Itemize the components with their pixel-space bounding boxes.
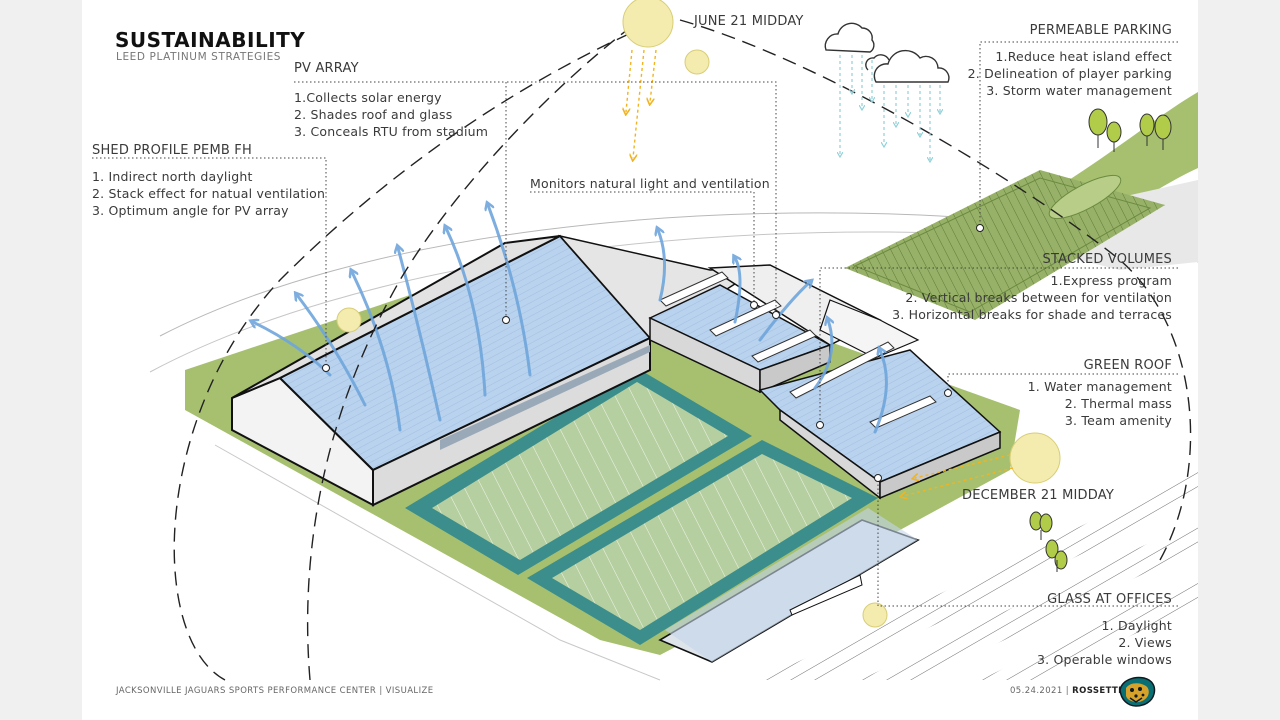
annotation-item: 3. Conceals RTU from stadium [294, 124, 489, 139]
annotation-june-sun: JUNE 21 MIDDAY [694, 14, 804, 29]
annotation-points [322, 224, 984, 482]
annotation-item: 2. Thermal mass [1064, 396, 1172, 411]
practice-field-north [405, 368, 752, 575]
practice-field-south [527, 440, 878, 645]
annotation-item: 2. Stack effect for natual ventilation [92, 186, 326, 201]
annotation-item: 2. Delineation of player parking [967, 66, 1172, 81]
annotation-item: 1. Water management [1027, 379, 1172, 394]
annotation-item: 1.Reduce heat island effect [995, 49, 1172, 64]
permeable-parking-lot [845, 170, 1165, 320]
annotation-item: 2. Vertical breaks between for ventilati… [905, 290, 1172, 305]
footer-credits: 05.24.2021 | ROSSETTI | [1010, 686, 1128, 696]
annotation-heading: SHED PROFILE PEMB FH [92, 143, 252, 158]
annotation-item: 2. Views [1118, 635, 1172, 650]
annotation-item: 3. Storm water management [986, 83, 1172, 98]
sun-paths [173, 19, 1192, 681]
page-subtitle: LEED PLATINUM STRATEGIES [116, 51, 282, 63]
annotation-december-sun: DECEMBER 21 MIDDAY [962, 488, 1114, 503]
footer-date: 05.24.2021 [1010, 686, 1063, 696]
footer-firm: ROSSETTI [1072, 686, 1122, 696]
annotation-item: 1.Express program [1050, 273, 1172, 288]
annotation-item: 1. Daylight [1101, 618, 1172, 633]
annotation-item: 3. Optimum angle for PV array [92, 203, 289, 218]
jaguars-logo-icon [1119, 676, 1156, 707]
sun-icon [336, 0, 1061, 628]
airflow-arrows [253, 205, 888, 434]
footer-separator: | [1065, 686, 1070, 696]
annotation-leaders [92, 41, 1178, 607]
page-title: SUSTAINABILITY [115, 28, 306, 52]
annotation-item: 2. Shades roof and glass [294, 107, 453, 122]
annotation-heading: STACKED VOLUMES [1042, 252, 1172, 267]
lower-parking [760, 470, 1198, 680]
annotation-item: 1. Indirect north daylight [92, 169, 253, 184]
cloud-icon [824, 22, 950, 83]
annotation-item: 3. Operable windows [1037, 652, 1172, 667]
annotation-heading: PV ARRAY [294, 61, 359, 76]
annotation-heading: GLASS AT OFFICES [1047, 592, 1172, 607]
annotation-heading: GREEN ROOF [1083, 358, 1172, 373]
annotation-monitors: Monitors natural light and ventilation [530, 176, 770, 191]
annotation-item: 1.Collects solar energy [294, 90, 442, 105]
annotation-item: 3. Horizontal breaks for shade and terra… [892, 307, 1172, 322]
footer-project: JACKSONVILLE JAGUARS SPORTS PERFORMANCE … [116, 686, 434, 696]
tree-icon [1029, 108, 1172, 572]
rain-drops [840, 55, 940, 160]
sun-rays [626, 49, 1014, 496]
annotation-heading: PERMEABLE PARKING [1029, 23, 1172, 38]
grandstand-canopy [658, 508, 920, 663]
field-house-building [231, 234, 652, 507]
annotation-item: 3. Team amenity [1064, 413, 1172, 428]
